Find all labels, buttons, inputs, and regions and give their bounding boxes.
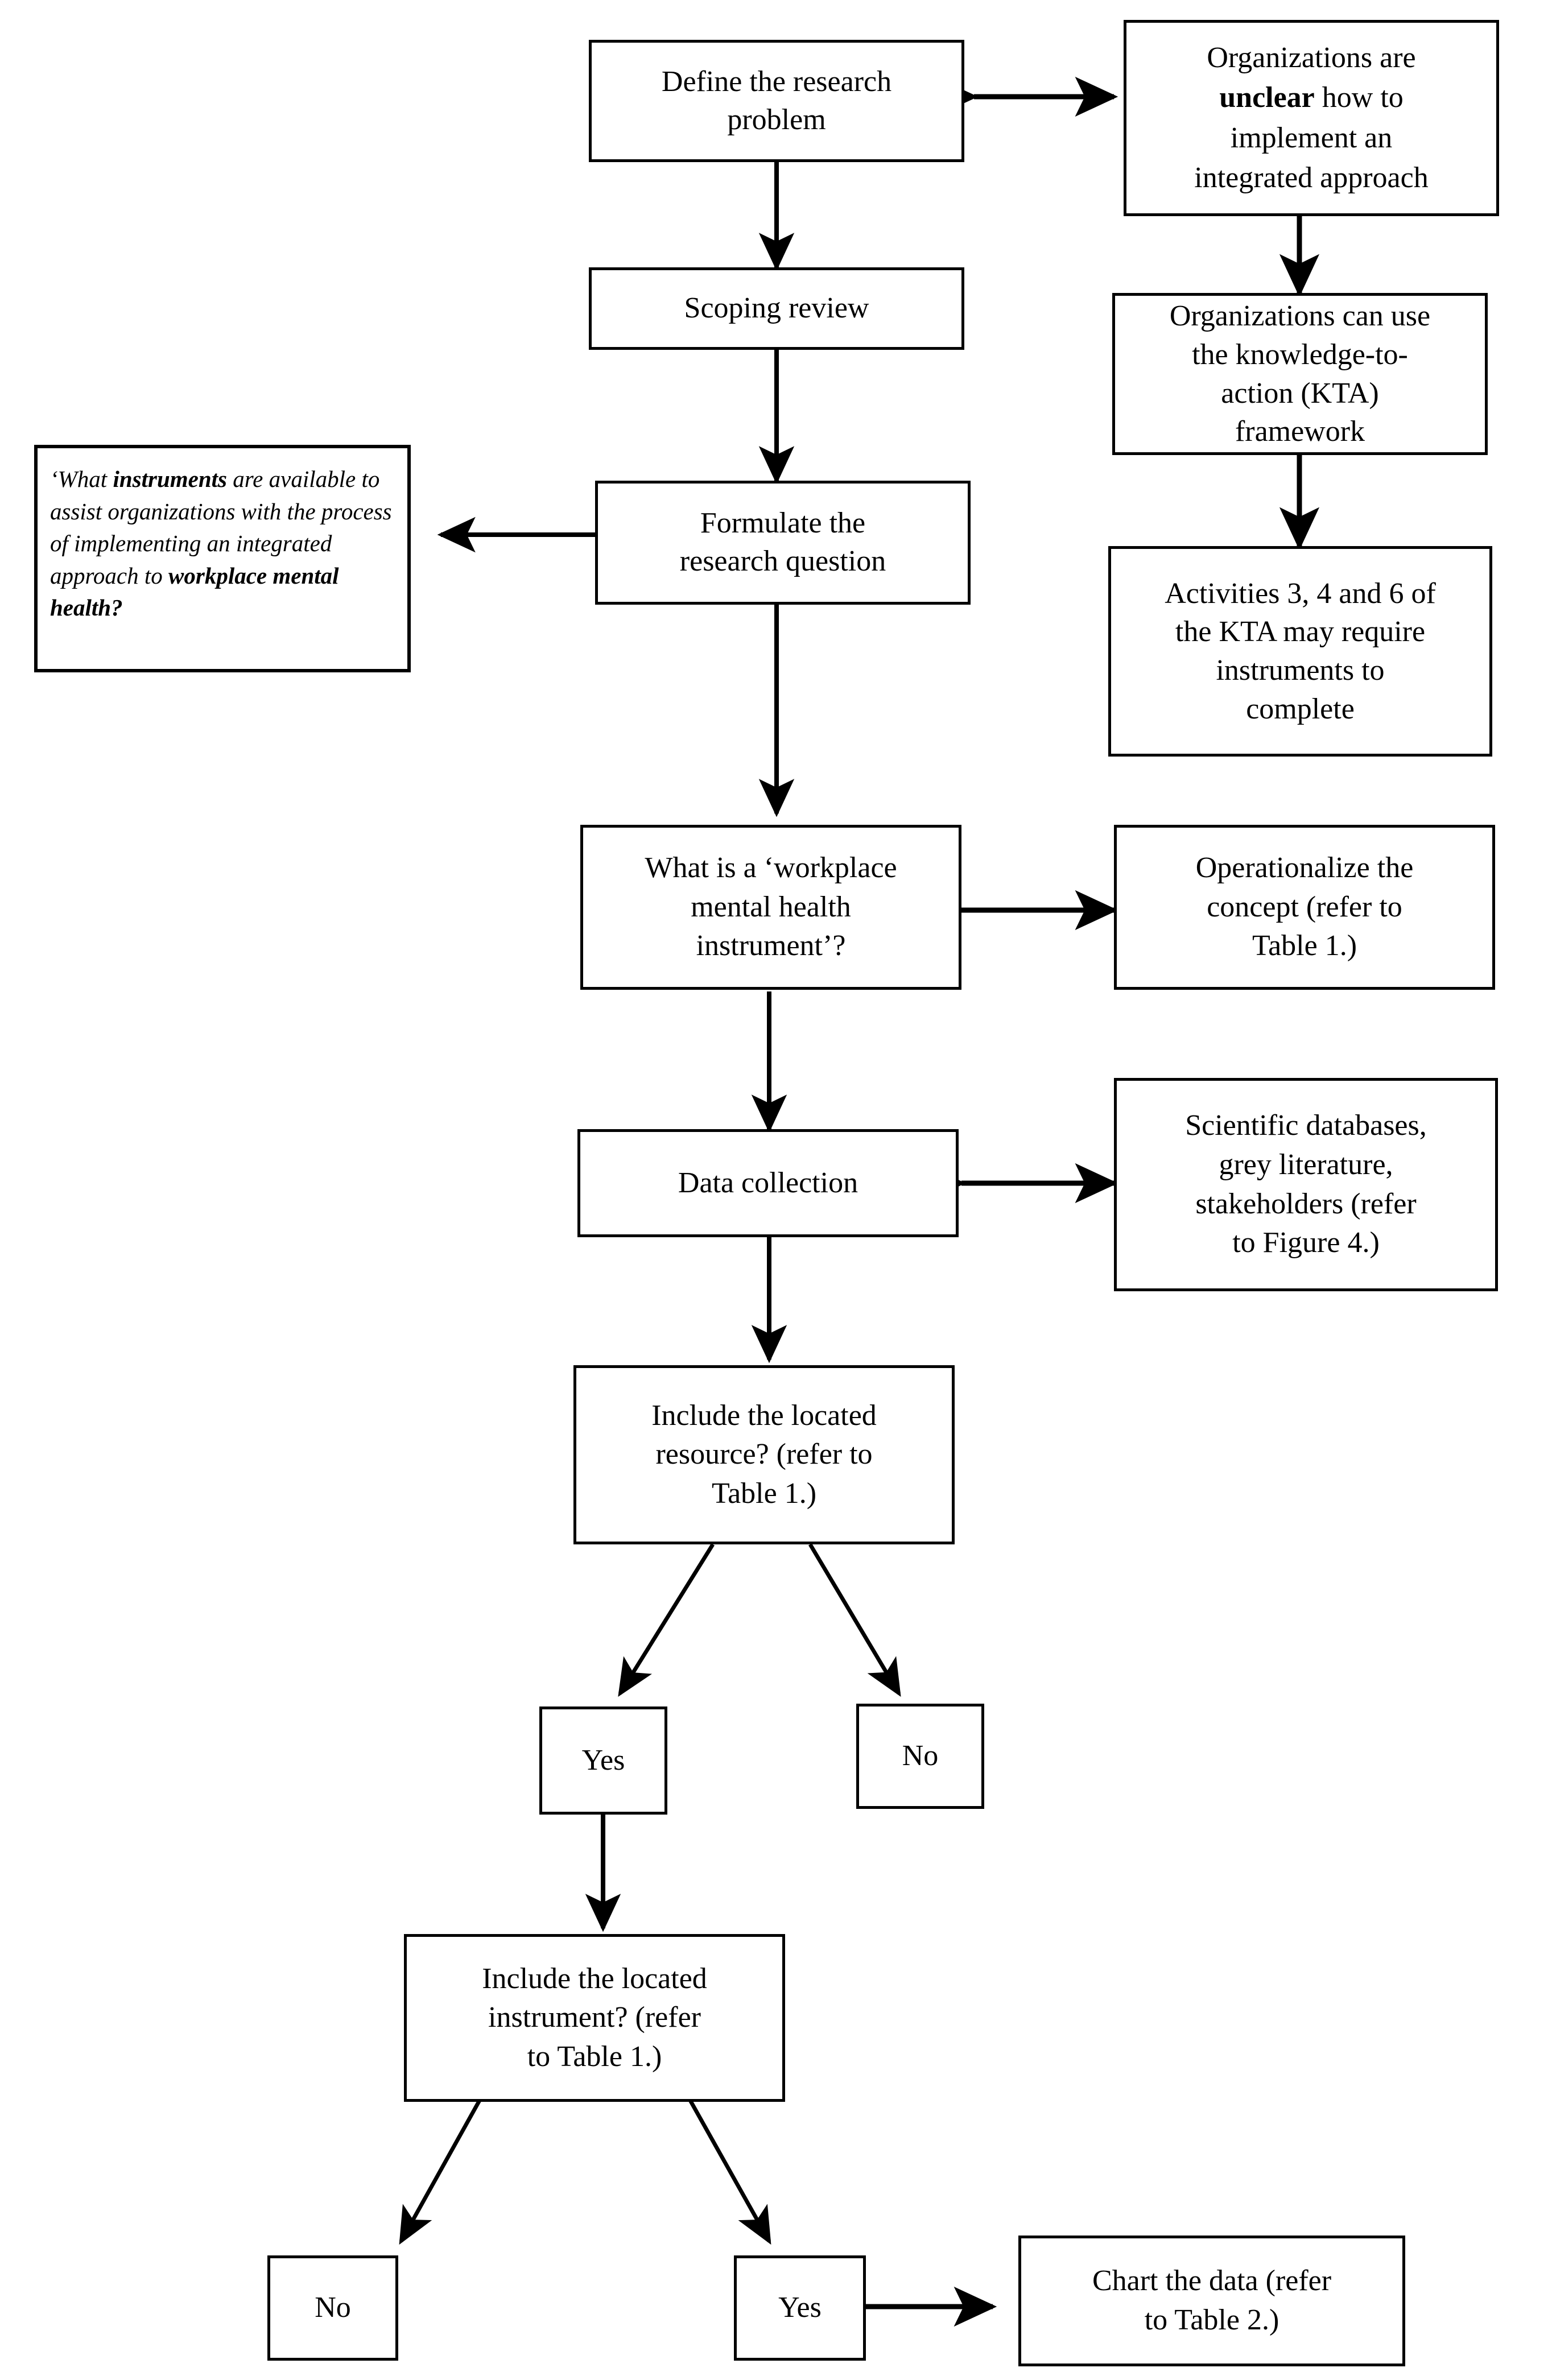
node-organizations-kta-framework[interactable]: Organizations can use the knowledge-to- … [1112, 293, 1488, 455]
node-label: Chart the data (refer to Table 2.) [1092, 2265, 1332, 2336]
node-label: Define the research problem [661, 65, 892, 136]
question-emphasis-2: workplace mental health? [50, 562, 339, 621]
node-what-is-workplace-mental-health-instrument[interactable]: What is a ‘workplace mental health instr… [580, 825, 961, 990]
node-label: Organizations can use the knowledge-to- … [1169, 300, 1431, 448]
question-emphasis-1: instruments [113, 466, 227, 492]
node-label: Scientific databases, grey literature, s… [1185, 1109, 1427, 1259]
node-label: Include the located resource? (refer to … [651, 1399, 877, 1510]
node-label: Scoping review [684, 292, 869, 325]
node-label-emphasis: unclear [1219, 81, 1315, 114]
node-data-collection[interactable]: Data collection [577, 1129, 959, 1237]
node-label: Organizations are unclear how to impleme… [1134, 38, 1488, 198]
node-scoping-review[interactable]: Scoping review [589, 267, 964, 350]
node-label: What is a ‘workplace mental health instr… [645, 852, 897, 962]
node-organizations-unclear[interactable]: Organizations are unclear how to impleme… [1124, 20, 1499, 216]
node-formulate-research-question[interactable]: Formulate the research question [595, 481, 971, 605]
question-part1: ‘What [50, 466, 113, 492]
node-label-part2: how to implement an integrated approach [1194, 81, 1429, 194]
node-instrument-no[interactable]: No [267, 2255, 398, 2361]
node-label: Formulate the research question [679, 507, 886, 577]
node-label: No [902, 1739, 939, 1772]
node-operationalize-concept[interactable]: Operationalize the concept (refer to Tab… [1114, 825, 1495, 990]
node-include-located-resource[interactable]: Include the located resource? (refer to … [573, 1365, 955, 1544]
node-label: Include the located instrument? (refer t… [482, 1962, 707, 2073]
node-resource-yes[interactable]: Yes [539, 1707, 667, 1815]
node-data-sources[interactable]: Scientific databases, grey literature, s… [1114, 1078, 1498, 1291]
node-resource-no[interactable]: No [856, 1704, 984, 1809]
node-include-located-instrument[interactable]: Include the located instrument? (refer t… [404, 1934, 785, 2102]
node-kta-activities[interactable]: Activities 3, 4 and 6 of the KTA may req… [1108, 546, 1492, 757]
node-label: ‘What instruments are available to assis… [50, 463, 395, 624]
node-label: Yes [778, 2291, 822, 2324]
node-label: Yes [581, 1743, 625, 1776]
node-label: Operationalize the concept (refer to Tab… [1195, 852, 1414, 962]
node-research-question-callout[interactable]: ‘What instruments are available to assis… [34, 445, 411, 672]
node-label: Activities 3, 4 and 6 of the KTA may req… [1165, 577, 1436, 725]
question-part2: are available to assist organizations wi… [50, 466, 392, 589]
node-label: Data collection [678, 1166, 858, 1199]
node-chart-the-data[interactable]: Chart the data (refer to Table 2.) [1018, 2236, 1405, 2366]
node-instrument-yes[interactable]: Yes [734, 2255, 866, 2361]
node-define-research-problem[interactable]: Define the research problem [589, 40, 964, 162]
node-label: No [315, 2291, 351, 2324]
node-label-part1: Organizations are [1207, 42, 1416, 75]
